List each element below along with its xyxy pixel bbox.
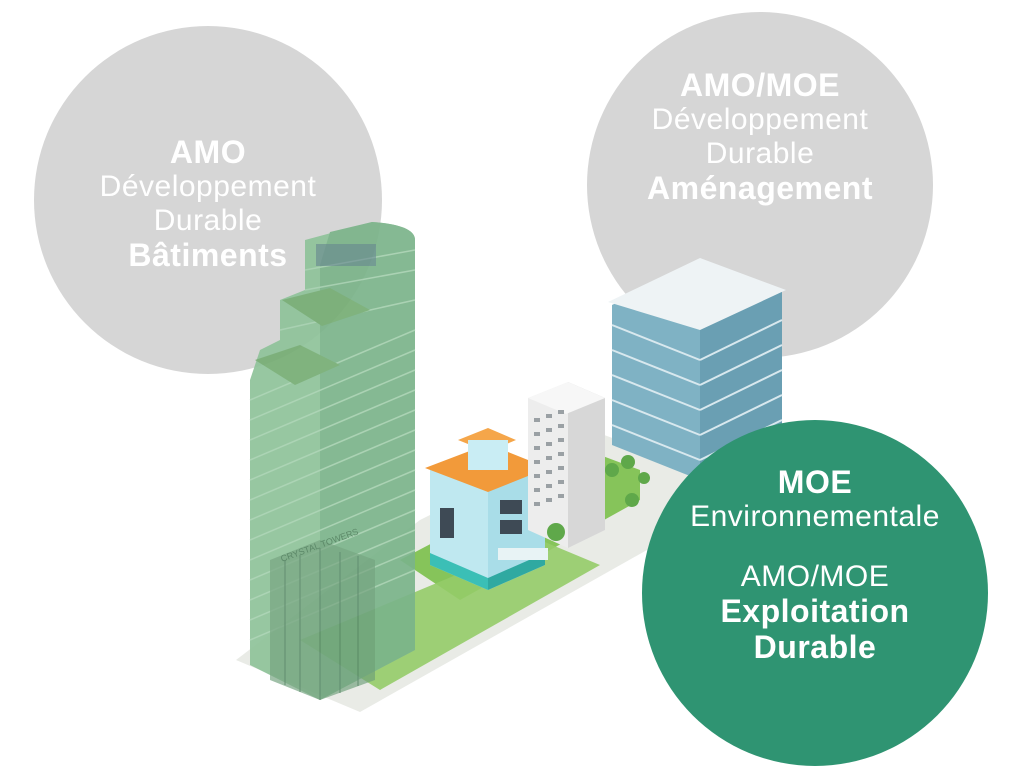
- moe-line-exploitation: Exploitation: [720, 592, 910, 629]
- moe-line-durable: Durable: [753, 628, 877, 665]
- white-tower: [528, 382, 605, 548]
- amo-line-batiments: Bâtiments: [128, 236, 288, 273]
- amo-moe-line-durable: Durable: [705, 137, 815, 170]
- amo-title: AMO: [169, 133, 247, 170]
- moe-title: MOE: [777, 463, 853, 500]
- trees: [547, 455, 650, 541]
- amo-line-developpement: Développement: [99, 170, 317, 204]
- moe-line-amo-moe: AMO/MOE: [740, 560, 890, 594]
- amo-moe-line-developpement: Développement: [651, 103, 869, 137]
- amo-line-durable: Durable: [153, 204, 263, 237]
- amo-moe-title: AMO/MOE: [680, 66, 840, 103]
- amo-moe-line-amenagement: Aménagement: [647, 169, 873, 206]
- amo-batiments-circle: AMO Développement Durable Bâtiments: [34, 26, 382, 374]
- moe-line-environnementale: Environnementale: [690, 500, 940, 534]
- moe-environnementale-circle: MOE Environnementale AMO/MOE Exploitatio…: [642, 420, 988, 766]
- crystal-tower: CRYSTAL TOWERS: [249, 222, 416, 700]
- office-building: [608, 258, 786, 480]
